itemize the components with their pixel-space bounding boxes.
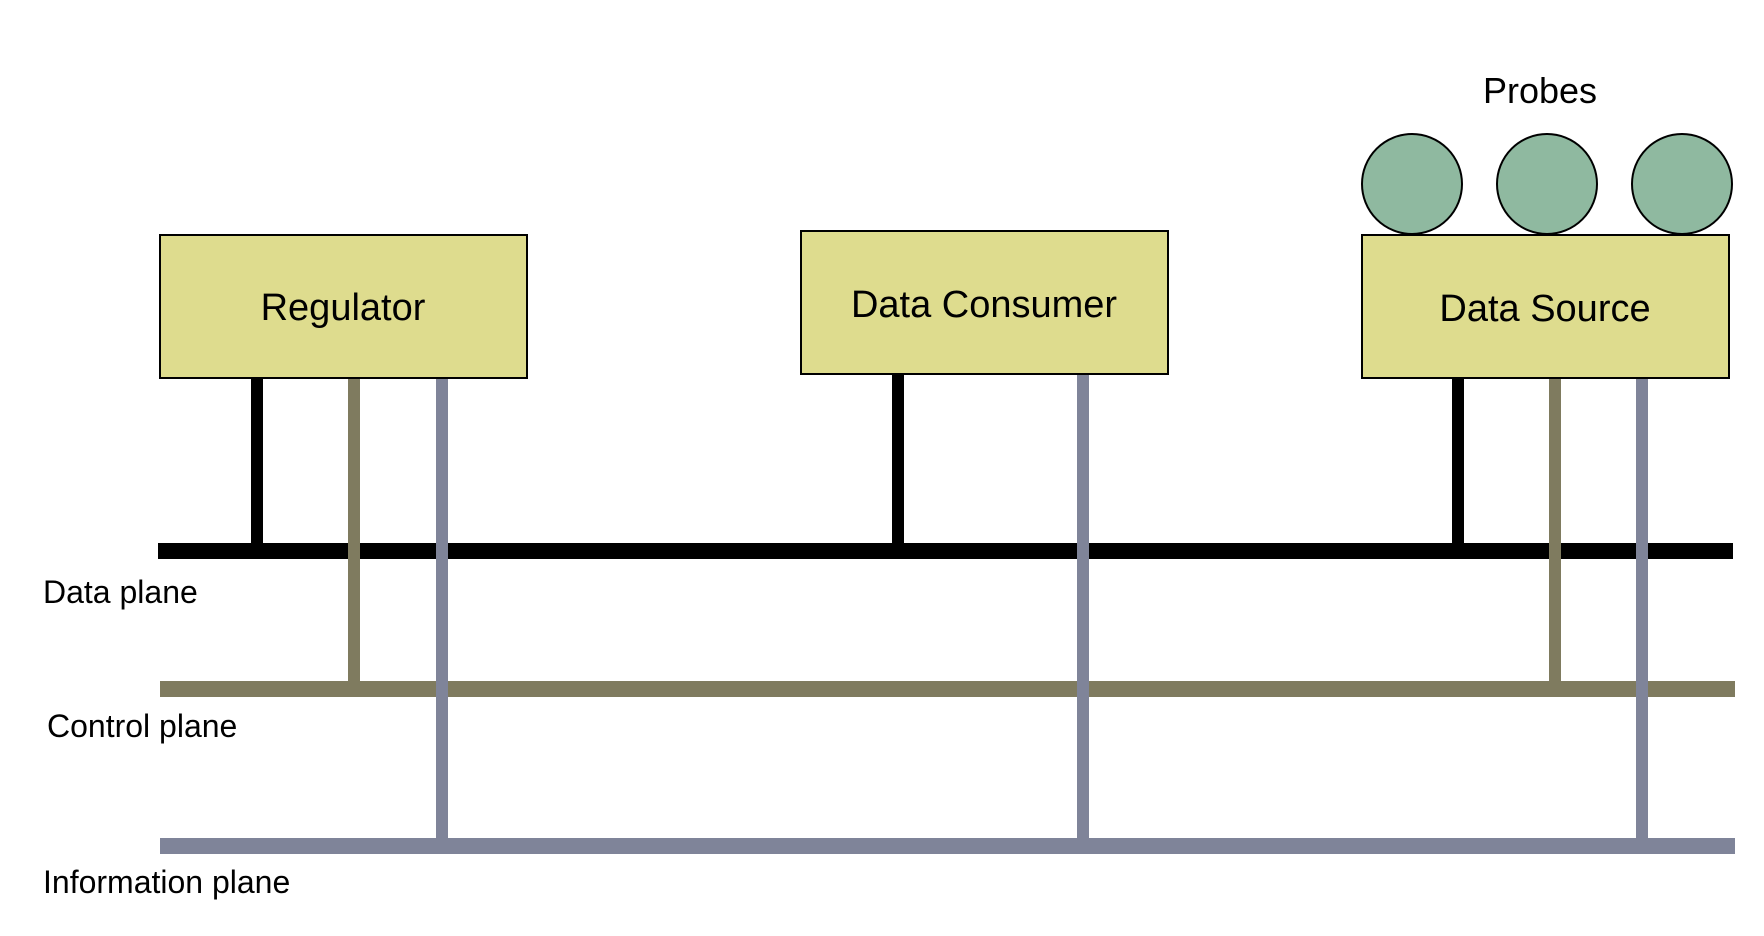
regulator-rect (159, 234, 528, 379)
probes-label: Probes (1483, 70, 1597, 111)
probe-circle (1496, 133, 1598, 235)
data-consumer-rect (800, 230, 1169, 375)
data-consumer-label: Data Consumer (851, 284, 1117, 326)
probe-circle (1631, 133, 1733, 235)
probe-circle (1361, 133, 1463, 235)
regulator-box: Regulator (159, 234, 528, 379)
regulator-label: Regulator (261, 287, 426, 329)
control-plane-label: Control plane (47, 708, 237, 744)
data-consumer-box: Data Consumer (800, 230, 1169, 375)
information-plane-label: Information plane (43, 864, 290, 900)
data-source-rect (1361, 234, 1730, 379)
data-plane-label: Data plane (43, 574, 198, 610)
data-source-box: Data Source (1361, 234, 1730, 379)
data-source-label: Data Source (1439, 288, 1650, 330)
